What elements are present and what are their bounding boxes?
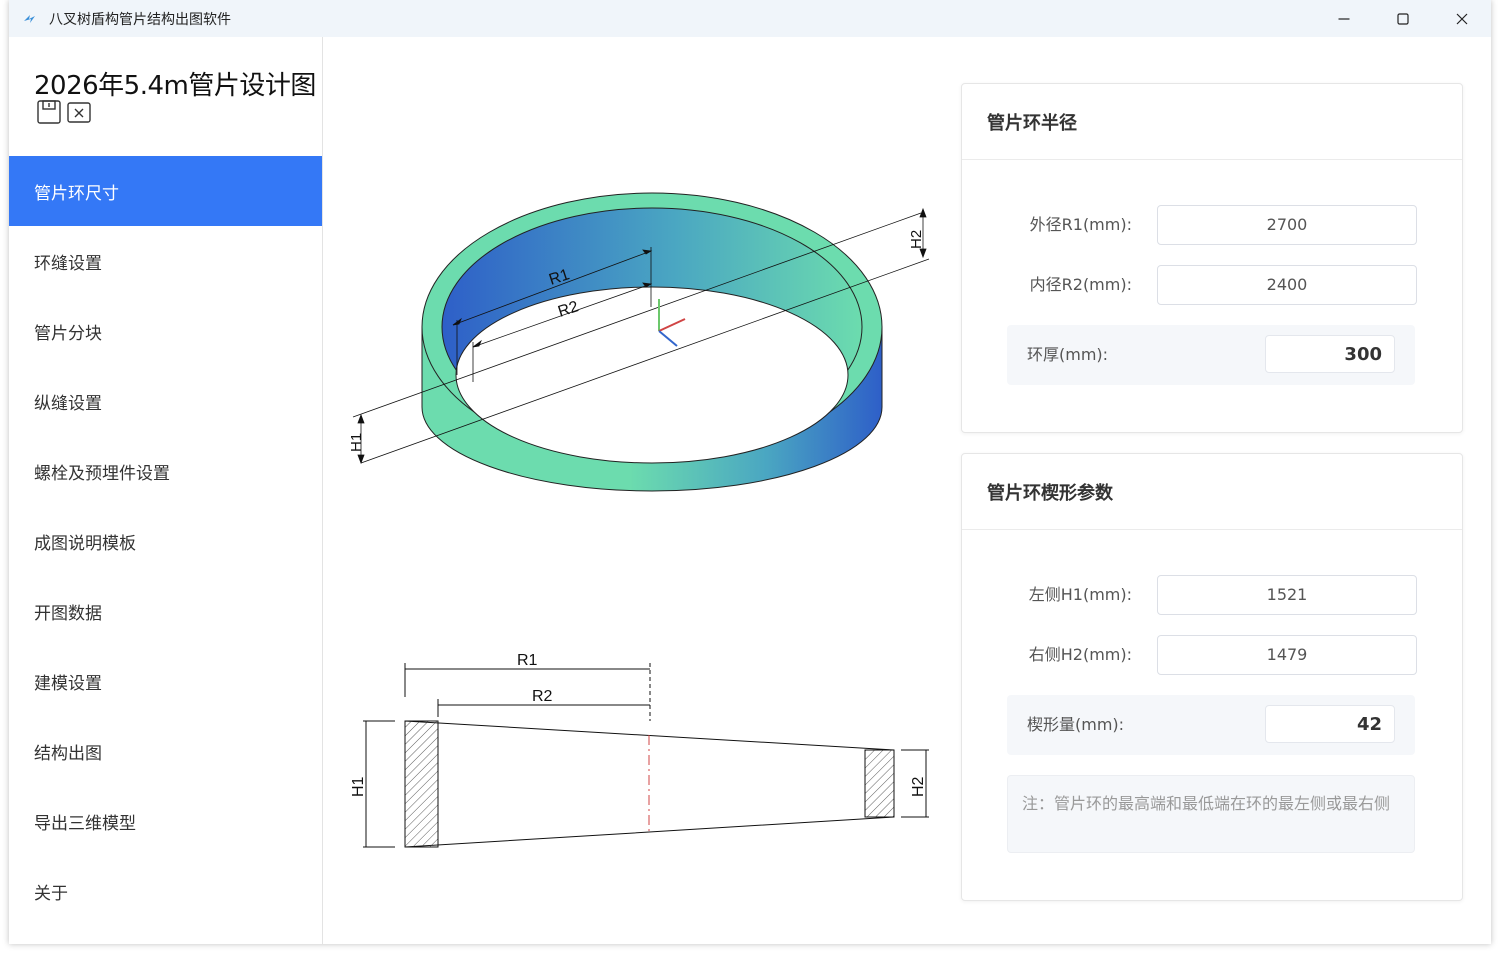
document-actions <box>36 99 92 125</box>
window-title: 八叉树盾构管片结构出图软件 <box>49 11 231 28</box>
close-icon <box>1456 13 1467 24</box>
ring-3d-view <box>421 192 883 492</box>
r1-label-2d: R1 <box>517 652 538 669</box>
sidebar-item-ring-size[interactable]: 管片环尺寸 <box>9 156 322 226</box>
ring-3d-dimensions <box>352 207 930 465</box>
inner-radius-label: 内径R2(mm): <box>1029 275 1132 294</box>
app-logo-icon <box>24 14 35 23</box>
sidebar-item-modeling[interactable]: 建模设置 <box>34 673 102 694</box>
app-window: 八叉树盾构管片结构出图软件 2026年5.4m管片设计图 <box>9 0 1491 944</box>
right-height-row: 右侧H2(mm): 1479 <box>962 635 1462 675</box>
outer-radius-row: 外径R1(mm): 2700 <box>962 205 1462 245</box>
left-height-row: 左侧H1(mm): 1521 <box>962 575 1462 615</box>
sidebar-item-segmentation[interactable]: 管片分块 <box>34 323 102 344</box>
ring-diagram: R1 R2 H1 H2 R1 R2 <box>348 192 930 848</box>
maximize-button[interactable] <box>1373 0 1432 37</box>
close-file-icon[interactable] <box>66 99 92 125</box>
h2-label-2d: H2 <box>910 776 927 797</box>
h1-label-2d: H1 <box>350 776 367 797</box>
wedge-amount-value: 42 <box>1265 705 1395 743</box>
maximize-icon <box>1396 12 1409 25</box>
h2-label-3d: H2 <box>908 230 925 249</box>
save-icon[interactable] <box>36 99 62 125</box>
sidebar: 2026年5.4m管片设计图 管片环尺寸 环缝设置 管片分块 纵缝设置 螺栓及预… <box>9 37 323 944</box>
ring-section-view <box>363 663 929 848</box>
close-button[interactable] <box>1432 0 1491 37</box>
wedge-note: 注：管片环的最高端和最低端在环的最左侧或最右侧 <box>1007 775 1415 853</box>
outer-radius-label: 外径R1(mm): <box>1029 215 1132 234</box>
wedge-amount-box: 楔形量(mm): 42 <box>1007 695 1415 755</box>
r1-label-3d: R1 <box>547 266 572 289</box>
ring-thickness-box: 环厚(mm): 300 <box>1007 325 1415 385</box>
sidebar-item-drawing-template[interactable]: 成图说明模板 <box>34 533 136 554</box>
r2-label-3d: R2 <box>556 298 581 321</box>
document-title: 2026年5.4m管片设计图 <box>34 71 316 101</box>
minimize-icon <box>1338 17 1349 20</box>
sidebar-nav: 管片环尺寸 环缝设置 管片分块 纵缝设置 螺栓及预埋件设置 成图说明模板 开图数… <box>9 156 322 926</box>
sidebar-item-export-3d[interactable]: 导出三维模型 <box>34 813 136 834</box>
right-height-label: 右侧H2(mm): <box>1028 645 1132 664</box>
minimize-button[interactable] <box>1314 0 1373 37</box>
h1-label-3d: H1 <box>348 433 365 452</box>
wedge-amount-label: 楔形量(mm): <box>1027 715 1125 734</box>
radius-panel: 管片环半径 外径R1(mm): 2700 内径R2(mm): 2400 环厚(m… <box>961 83 1463 433</box>
left-height-label: 左侧H1(mm): <box>1028 585 1132 604</box>
sidebar-item-open-data[interactable]: 开图数据 <box>34 603 102 624</box>
sidebar-item-longitudinal-joint[interactable]: 纵缝设置 <box>34 393 102 414</box>
wedge-panel-title: 管片环楔形参数 <box>962 454 1462 530</box>
sidebar-item-bolts-embedded[interactable]: 螺栓及预埋件设置 <box>34 463 170 484</box>
ring-thickness-value: 300 <box>1265 335 1395 373</box>
sidebar-item-structure-drawing[interactable]: 结构出图 <box>34 743 102 764</box>
sidebar-item-ring-joint[interactable]: 环缝设置 <box>34 253 102 274</box>
ring-thickness-label: 环厚(mm): <box>1027 345 1109 364</box>
wedge-panel: 管片环楔形参数 左侧H1(mm): 1521 右侧H2(mm): 1479 楔形… <box>961 453 1463 901</box>
r2-label-2d: R2 <box>532 688 553 705</box>
left-height-input[interactable]: 1521 <box>1157 575 1417 615</box>
outer-radius-input[interactable]: 2700 <box>1157 205 1417 245</box>
sidebar-item-about[interactable]: 关于 <box>34 883 68 904</box>
axis-gizmo-icon <box>658 299 686 347</box>
inner-radius-row: 内径R2(mm): 2400 <box>962 265 1462 305</box>
right-height-input[interactable]: 1479 <box>1157 635 1417 675</box>
inner-radius-input[interactable]: 2400 <box>1157 265 1417 305</box>
title-bar: 八叉树盾构管片结构出图软件 <box>9 0 1491 37</box>
radius-panel-title: 管片环半径 <box>962 84 1462 160</box>
